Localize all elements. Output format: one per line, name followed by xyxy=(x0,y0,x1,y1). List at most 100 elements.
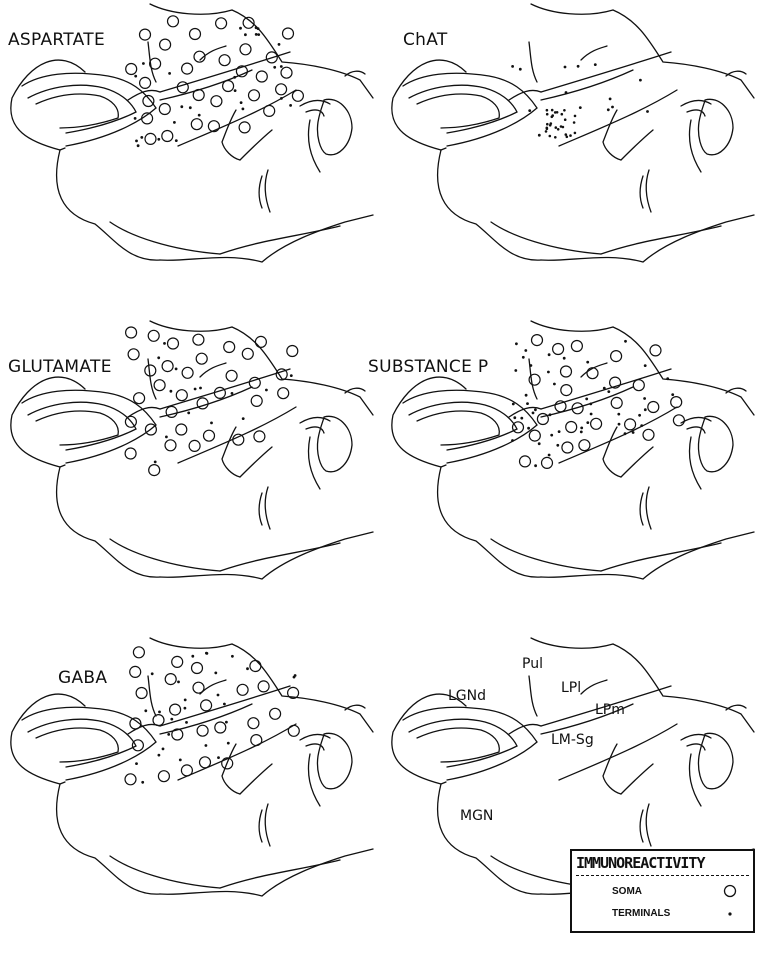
soma-marker xyxy=(165,674,176,685)
terminal-marker xyxy=(532,412,535,415)
terminal-marker xyxy=(550,122,553,125)
soma-marker xyxy=(264,105,275,116)
panel-label: ChAT xyxy=(403,30,448,50)
soma-marker xyxy=(140,29,151,40)
panel-aspartate: ASPARTATE xyxy=(0,0,381,317)
soma-marker xyxy=(243,17,254,28)
terminal-marker xyxy=(643,397,646,400)
soma-marker xyxy=(166,406,177,417)
terminal-marker xyxy=(538,442,541,445)
terminal-marker xyxy=(294,674,297,677)
soma-marker xyxy=(561,366,572,377)
terminal-marker xyxy=(563,109,566,112)
region-label-lpm: LPm xyxy=(595,702,625,718)
soma-marker xyxy=(579,440,590,451)
soma-marker xyxy=(555,401,566,412)
terminal-marker xyxy=(530,364,533,367)
terminal-marker xyxy=(157,138,160,141)
terminal-marker xyxy=(671,393,674,396)
terminal-marker xyxy=(234,89,237,92)
region-label-mgn: MGN xyxy=(460,808,493,824)
terminal-marker xyxy=(194,388,197,391)
soma-marker xyxy=(201,700,212,711)
terminal-marker xyxy=(289,104,292,107)
terminal-marker xyxy=(225,721,228,724)
soma-marker xyxy=(172,656,183,667)
soma-marker xyxy=(633,380,644,391)
terminal-marker xyxy=(561,113,564,116)
soma-marker xyxy=(571,341,582,352)
soma-marker xyxy=(193,334,204,345)
terminal-marker xyxy=(273,66,276,69)
terminal-marker xyxy=(233,76,236,79)
soma-marker xyxy=(250,661,261,672)
soma-marker xyxy=(562,442,573,453)
soma-marker xyxy=(258,681,269,692)
terminal-marker xyxy=(512,403,515,406)
terminal-marker xyxy=(554,136,557,139)
terminal-marker xyxy=(546,127,549,130)
terminal-marker xyxy=(551,114,554,117)
soma-marker xyxy=(650,345,661,356)
terminal-marker xyxy=(534,464,537,467)
terminal-marker xyxy=(214,672,217,675)
terminal-marker xyxy=(589,403,592,406)
soma-marker xyxy=(254,431,265,442)
terminal-marker xyxy=(566,136,569,139)
terminal-marker xyxy=(184,707,187,710)
soma-marker xyxy=(233,434,244,445)
soma-marker xyxy=(125,774,136,785)
terminal-marker xyxy=(586,361,589,364)
soma-marker xyxy=(214,387,225,398)
soma-marker xyxy=(532,335,543,346)
terminal-marker xyxy=(231,655,234,658)
outline-contour xyxy=(646,804,651,846)
soma-marker xyxy=(537,414,548,425)
terminal-marker xyxy=(134,117,137,120)
soma-marker xyxy=(130,718,141,729)
soma-marker xyxy=(191,119,202,130)
soma-marker xyxy=(283,28,294,39)
outline-contour xyxy=(621,764,653,794)
terminal-marker xyxy=(158,711,161,714)
terminal-marker xyxy=(644,364,647,367)
panel-chat: ChAT xyxy=(381,0,762,317)
terminal-marker xyxy=(558,430,561,433)
soma-marker xyxy=(288,687,299,698)
terminal-marker xyxy=(527,427,530,430)
soma-marker xyxy=(520,456,531,467)
terminal-marker xyxy=(538,134,541,137)
soma-marker xyxy=(142,113,153,124)
terminal-marker xyxy=(611,106,614,109)
terminal-marker xyxy=(246,667,249,670)
soma-marker xyxy=(143,96,154,107)
outline-contour xyxy=(640,810,643,842)
outline-contour xyxy=(698,733,733,788)
terminal-marker xyxy=(554,111,557,114)
terminal-marker xyxy=(227,742,230,745)
terminal-marker xyxy=(167,733,170,736)
terminal-marker xyxy=(134,75,137,78)
terminal-marker xyxy=(639,79,642,82)
soma-marker xyxy=(611,397,622,408)
panel-glutamate: GLUTAMATE xyxy=(0,317,381,634)
soma-marker xyxy=(165,440,176,451)
terminal-marker xyxy=(574,132,577,135)
soma-marker xyxy=(194,51,205,62)
soma-marker xyxy=(172,729,183,740)
terminal-marker xyxy=(528,109,531,112)
terminal-marker xyxy=(560,125,563,128)
terminal-marker xyxy=(524,349,527,352)
soma-marker xyxy=(125,448,136,459)
terminal-marker xyxy=(170,390,173,393)
soma-marker xyxy=(287,346,298,357)
terminal-marker xyxy=(666,377,669,380)
soma-marker xyxy=(177,82,188,93)
terminal-marker xyxy=(646,110,649,113)
soma-marker xyxy=(237,684,248,695)
terminal-marker xyxy=(555,126,558,129)
terminal-marker xyxy=(231,392,234,395)
terminal-marker xyxy=(577,65,580,68)
terminal-marker xyxy=(618,423,621,426)
